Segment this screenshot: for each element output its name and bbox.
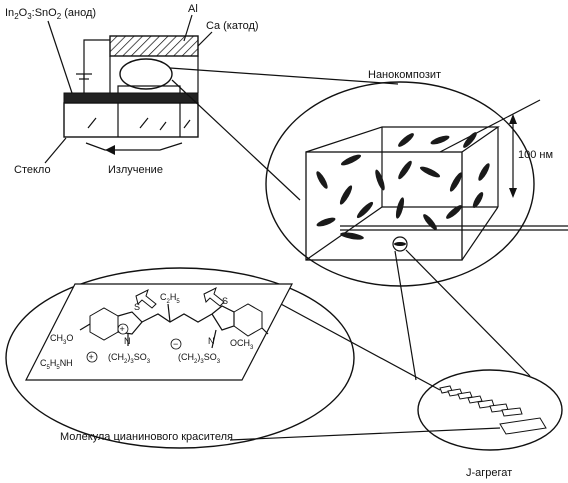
cathode-leader (197, 31, 213, 47)
molecule-ellipse (5, 267, 355, 449)
j-aggregate-ellipse (417, 369, 563, 451)
nanoparticle (375, 169, 385, 191)
cube-top (305, 126, 500, 153)
ito-layer (63, 92, 199, 104)
nanoparticle (316, 171, 328, 189)
nanocomposite-ellipse (265, 81, 535, 287)
glass-tick-4 (183, 119, 191, 129)
emission-label: Излучение (108, 164, 163, 176)
nanoparticle (423, 214, 437, 230)
right-methoxy-label: OCH3 (230, 338, 254, 351)
nanoparticle (419, 166, 441, 178)
nanoparticle (339, 185, 353, 205)
glass-tick-3 (159, 121, 167, 131)
left-cation-sign: + (120, 324, 125, 334)
nanoparticle (472, 192, 484, 208)
dimension-arrow-bottom (509, 188, 517, 198)
right-methoxy-bond (261, 327, 269, 335)
nanoparticle (398, 160, 412, 180)
nanoparticles (316, 132, 490, 240)
molecule-label: Молекула цианинового красителя (60, 431, 233, 443)
inner-step (117, 85, 181, 93)
nanocomposite-view: Нанокомпозит 100 нм (265, 69, 568, 287)
scale-label: 100 нм (518, 149, 553, 161)
nanoparticle (356, 201, 374, 219)
nanoparticle (398, 133, 414, 147)
glass-tick-2 (139, 117, 149, 129)
left-cation-circle (117, 323, 129, 335)
molecule-view: CH3O S N + C2H5 S N OCH3 C5H5NH + (CH2)3… (5, 267, 355, 449)
zoom-line-mol-top (254, 289, 441, 391)
pyridinium-label: C5H5NH (40, 358, 73, 371)
anode-leader (47, 20, 73, 94)
polymethine-chain (141, 313, 213, 323)
nanoparticle (316, 217, 336, 227)
zoom-line-j-right (405, 249, 531, 377)
aggregate-source-particle (394, 242, 406, 246)
nanoparticle (340, 154, 362, 166)
cube-bottom-right (461, 206, 499, 261)
anode-label: In2O3:SnO2 (анод) (5, 7, 96, 21)
zoom-line-j-left (394, 250, 417, 381)
cube-front (305, 151, 463, 261)
nanoparticle (430, 135, 450, 145)
emission-arrowhead (105, 145, 115, 155)
dye-plate (499, 417, 547, 435)
right-sulfonate-label: (CH2)3SO3 (178, 352, 221, 365)
nanoparticle (449, 172, 463, 192)
nanocomposite-blob (119, 58, 173, 90)
glass-leader (44, 137, 67, 164)
al-label: Al (188, 3, 198, 15)
pyridinium-charge-circle (86, 351, 98, 363)
nanoparticle (478, 163, 490, 181)
nanoparticle (340, 232, 364, 240)
emission-arrow (85, 142, 183, 151)
dye-plate (501, 407, 523, 417)
j-aggregate-label: J-агрегат (466, 467, 512, 479)
ext-line-top (439, 99, 541, 153)
cathode-label: Ca (катод) (206, 20, 259, 32)
sulfonate-anion-circle (170, 338, 182, 350)
nanoparticle (463, 132, 477, 148)
left-methoxy-bond (79, 323, 91, 331)
right-nitrogen-label: N (208, 336, 215, 346)
pyridinium-charge-sign: + (89, 352, 94, 362)
zoom-line-top (169, 67, 399, 85)
zoom-line-bottom (171, 79, 301, 201)
zoom-line-mol-bottom (229, 427, 501, 441)
j-aggregate-stack (439, 385, 547, 435)
sulfonate-anion-sign: − (173, 339, 178, 349)
right-arrow (203, 287, 225, 307)
glass-tick-1 (87, 117, 97, 129)
left-methoxy-label: CH3O (50, 333, 73, 346)
left-arrow (135, 289, 157, 309)
circuit-wire (83, 39, 110, 93)
nanoparticle (395, 197, 405, 219)
al-ca-layer (109, 35, 199, 57)
nanoparticle (446, 205, 462, 219)
left-sulfur-label: S (134, 302, 140, 312)
left-nitrogen-label: N (124, 336, 131, 346)
j-aggregate-view: J-агрегат (417, 369, 563, 479)
dimension-arrow-top (509, 114, 517, 124)
glass-substrate (63, 102, 199, 138)
left-sulfonate-label: (CH2)3SO3 (108, 352, 151, 365)
ethyl-bond (167, 303, 171, 323)
right-chain-bond (211, 329, 217, 349)
ethyl-label: C2H5 (160, 292, 180, 305)
nanocomposite-label: Нанокомпозит (368, 69, 441, 81)
glass-label: Стекло (14, 164, 51, 176)
oled-device: In2O3:SnO2 (анод) Al Ca (катод) (5, 3, 259, 176)
right-sulfur-label: S (222, 296, 228, 306)
